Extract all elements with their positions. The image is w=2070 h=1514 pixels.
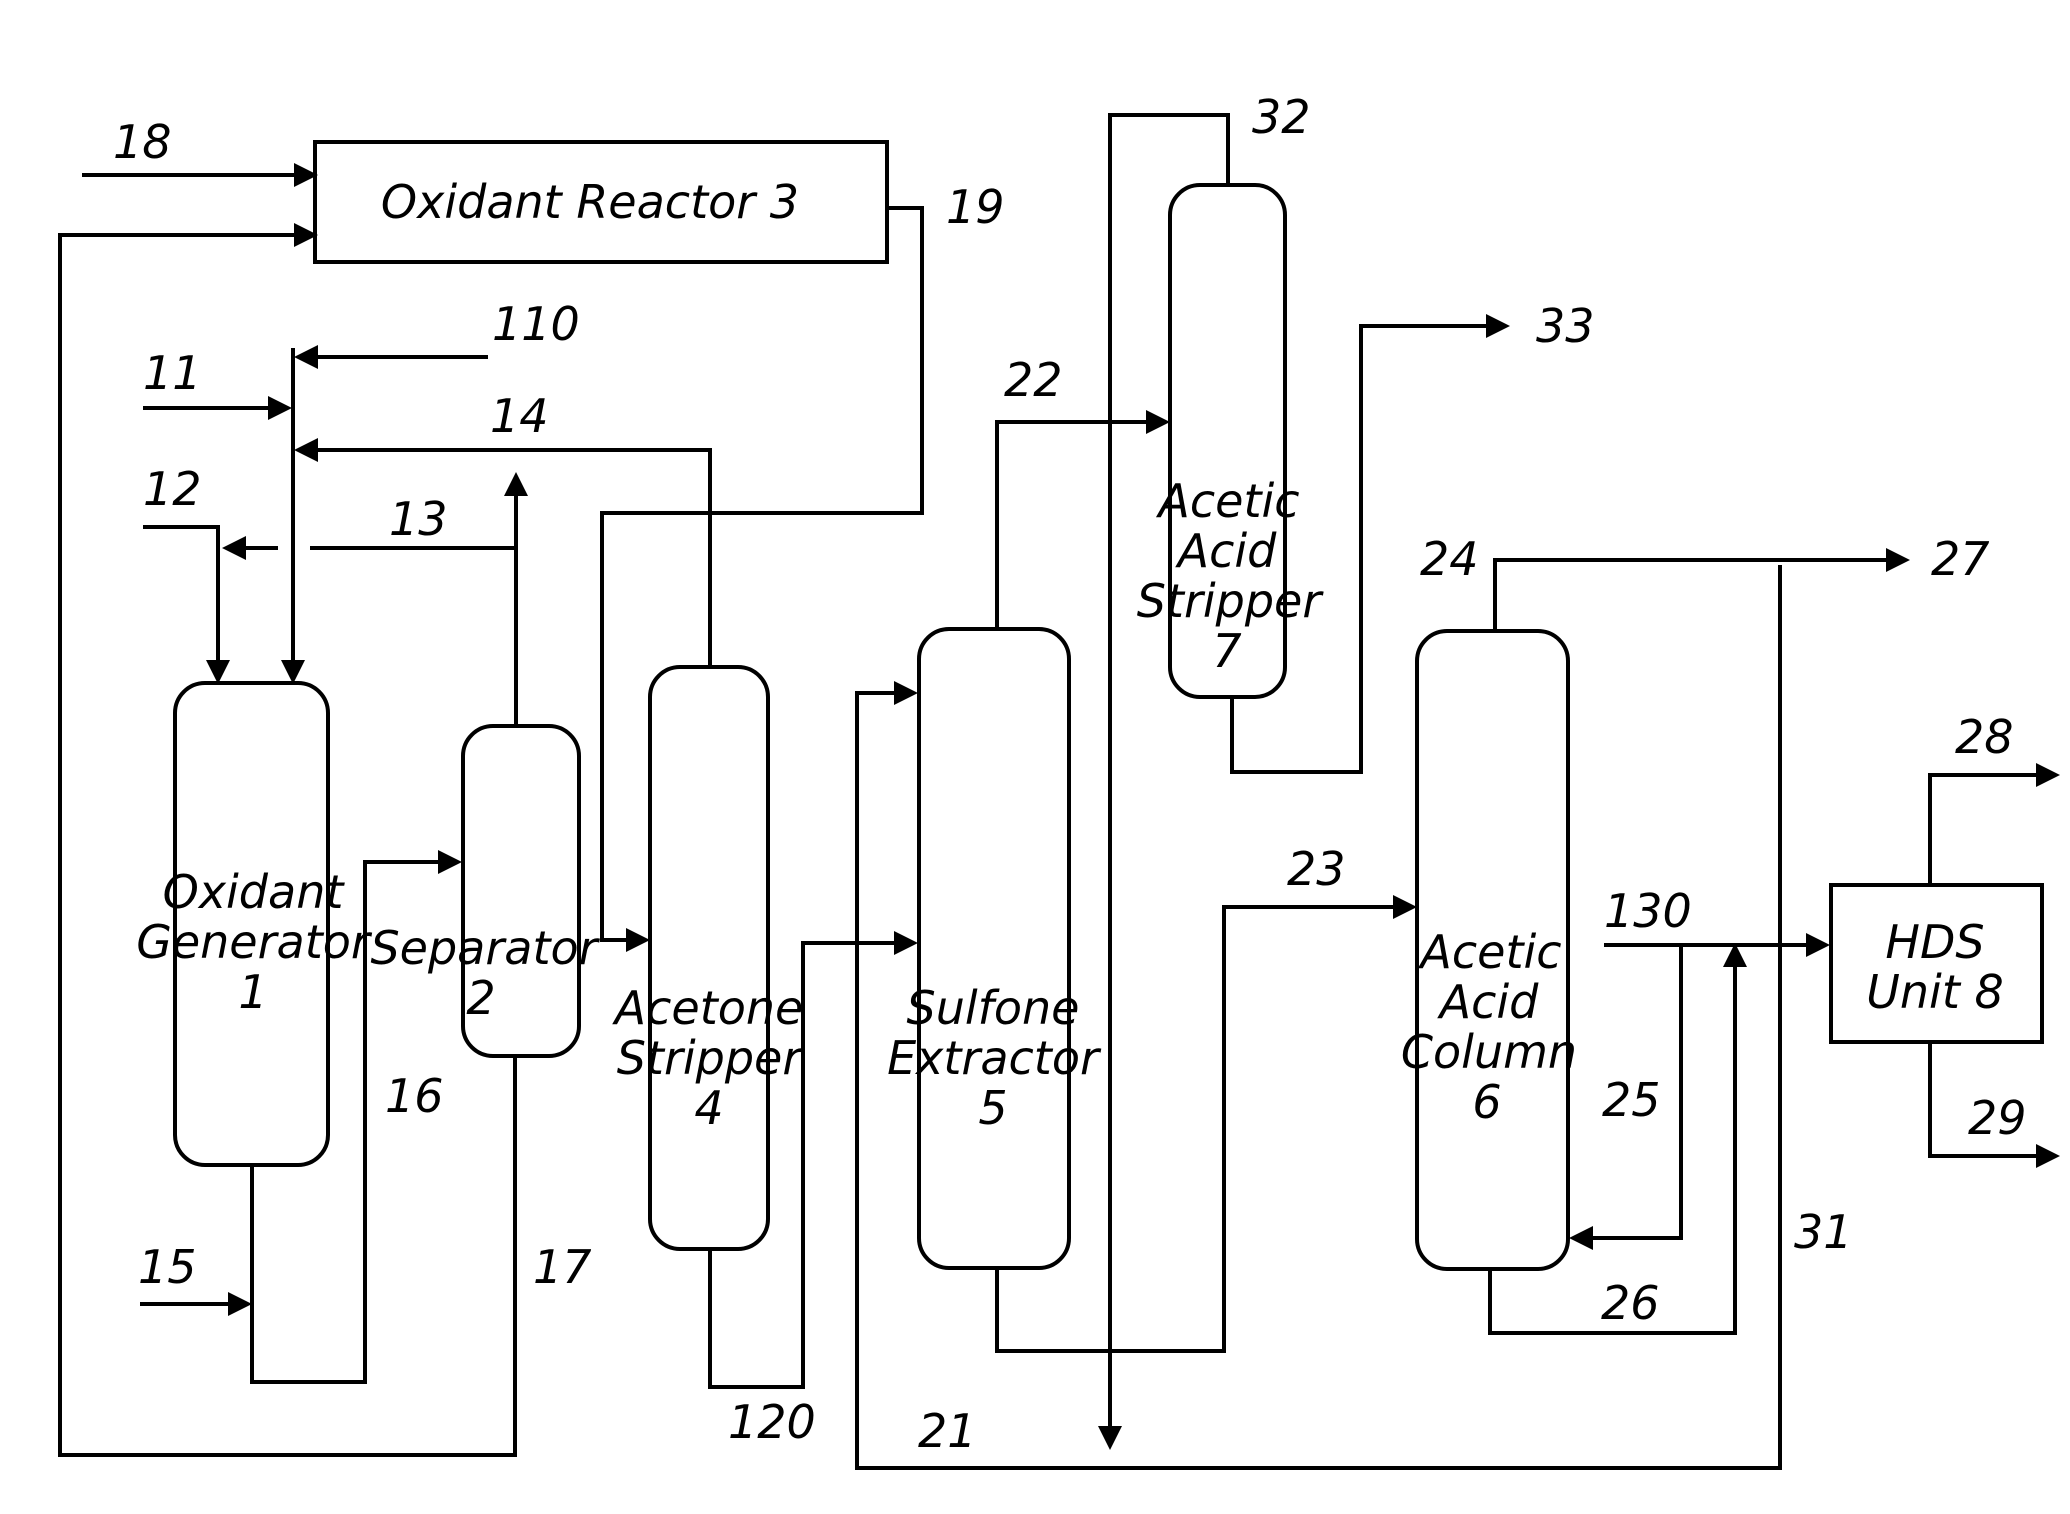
- acetic-acid-stripper-label-line-2: Acid: [1175, 524, 1278, 578]
- sulfone-extractor-label-line-1: Sulfone: [907, 981, 1080, 1035]
- oxidant-generator-label-line-1: Oxidant: [163, 865, 346, 919]
- stream-label-26: 26: [1601, 1276, 1660, 1330]
- hds-unit-8: HDS Unit 8: [1831, 885, 2042, 1042]
- acetone-stripper-4: Acetone Stripper 4: [612, 667, 805, 1249]
- stream-label-21: 21: [918, 1404, 977, 1458]
- stream-label-16: 16: [385, 1069, 444, 1123]
- stream-label-130: 130: [1604, 884, 1692, 938]
- generator-feed-header: [281, 348, 305, 684]
- acetic-acid-column-label-line-4: 6: [1472, 1075, 1501, 1129]
- sulfone-extractor-label-line-3: 5: [978, 1081, 1007, 1135]
- stream-label-23: 23: [1287, 842, 1346, 896]
- stream-label-15: 15: [138, 1240, 197, 1294]
- stream-label-19: 19: [946, 180, 1005, 234]
- separator-label-line-2: 2: [466, 971, 495, 1025]
- stream-label-24: 24: [1420, 532, 1479, 586]
- stream-label-28: 28: [1955, 710, 2014, 764]
- acetic-acid-stripper-label-line-3: Stripper: [1137, 574, 1325, 628]
- stream-label-25: 25: [1602, 1073, 1661, 1127]
- stream-label-22: 22: [1004, 353, 1063, 407]
- acetic-acid-column-6: Acetic Acid Column 6: [1401, 631, 1577, 1269]
- stream-label-120: 120: [728, 1395, 816, 1449]
- stream-label-11: 11: [143, 346, 202, 400]
- sulfone-extractor-5: Sulfone Extractor 5: [887, 629, 1102, 1268]
- stream-15-line: [140, 1292, 252, 1316]
- stream-label-14: 14: [490, 389, 549, 443]
- separator-label-line-1: Separator: [370, 921, 600, 975]
- stream-label-12: 12: [143, 462, 202, 516]
- stream-28-line: [1930, 763, 2060, 885]
- stream-label-29: 29: [1968, 1091, 2027, 1145]
- acetic-acid-column-label-line-3: Column: [1401, 1025, 1577, 1079]
- oxidant-generator-label-line-3: 1: [238, 965, 267, 1019]
- acetone-stripper-label-line-2: Stripper: [617, 1031, 805, 1085]
- sulfone-extractor-label-line-2: Extractor: [887, 1031, 1102, 1085]
- stream-14-line: [294, 438, 710, 667]
- stream-label-18: 18: [113, 115, 172, 169]
- oxidant-generator-label-line-2: Generator: [136, 915, 373, 969]
- acetic-acid-column-label-line-2: Acid: [1437, 975, 1540, 1029]
- stream-label-33: 33: [1536, 299, 1595, 353]
- stream-110-line: [294, 345, 488, 369]
- hds-unit-label-line-1: HDS: [1885, 915, 1984, 969]
- oxidant-reactor-3: Oxidant Reactor 3: [315, 142, 887, 262]
- stream-label-32: 32: [1252, 90, 1311, 144]
- stream-12-line: [143, 527, 230, 684]
- stream-24-27-line: [1495, 548, 1910, 631]
- acetone-stripper-label-line-1: Acetone: [612, 981, 804, 1035]
- oxidant-reactor-label: Oxidant Reactor 3: [381, 175, 799, 229]
- acetic-acid-column-label-line-1: Acetic: [1417, 925, 1561, 979]
- separator-2: Separator 2: [370, 726, 600, 1056]
- acetic-acid-stripper-label-line-1: Acetic: [1155, 474, 1299, 528]
- acetic-acid-stripper-label-line-4: 7: [1212, 624, 1241, 678]
- stream-label-17: 17: [533, 1240, 592, 1294]
- hds-unit-label-line-2: Unit 8: [1866, 965, 2004, 1019]
- stream-label-110: 110: [492, 297, 580, 351]
- acetic-acid-stripper-7: Acetic Acid Stripper 7: [1137, 185, 1325, 697]
- stream-label-31: 31: [1794, 1205, 1853, 1259]
- acetone-stripper-label-line-3: 4: [694, 1081, 723, 1135]
- oxidant-generator-1: Oxidant Generator 1: [136, 683, 373, 1165]
- stream-label-27: 27: [1931, 532, 1990, 586]
- stream-label-13: 13: [389, 492, 448, 546]
